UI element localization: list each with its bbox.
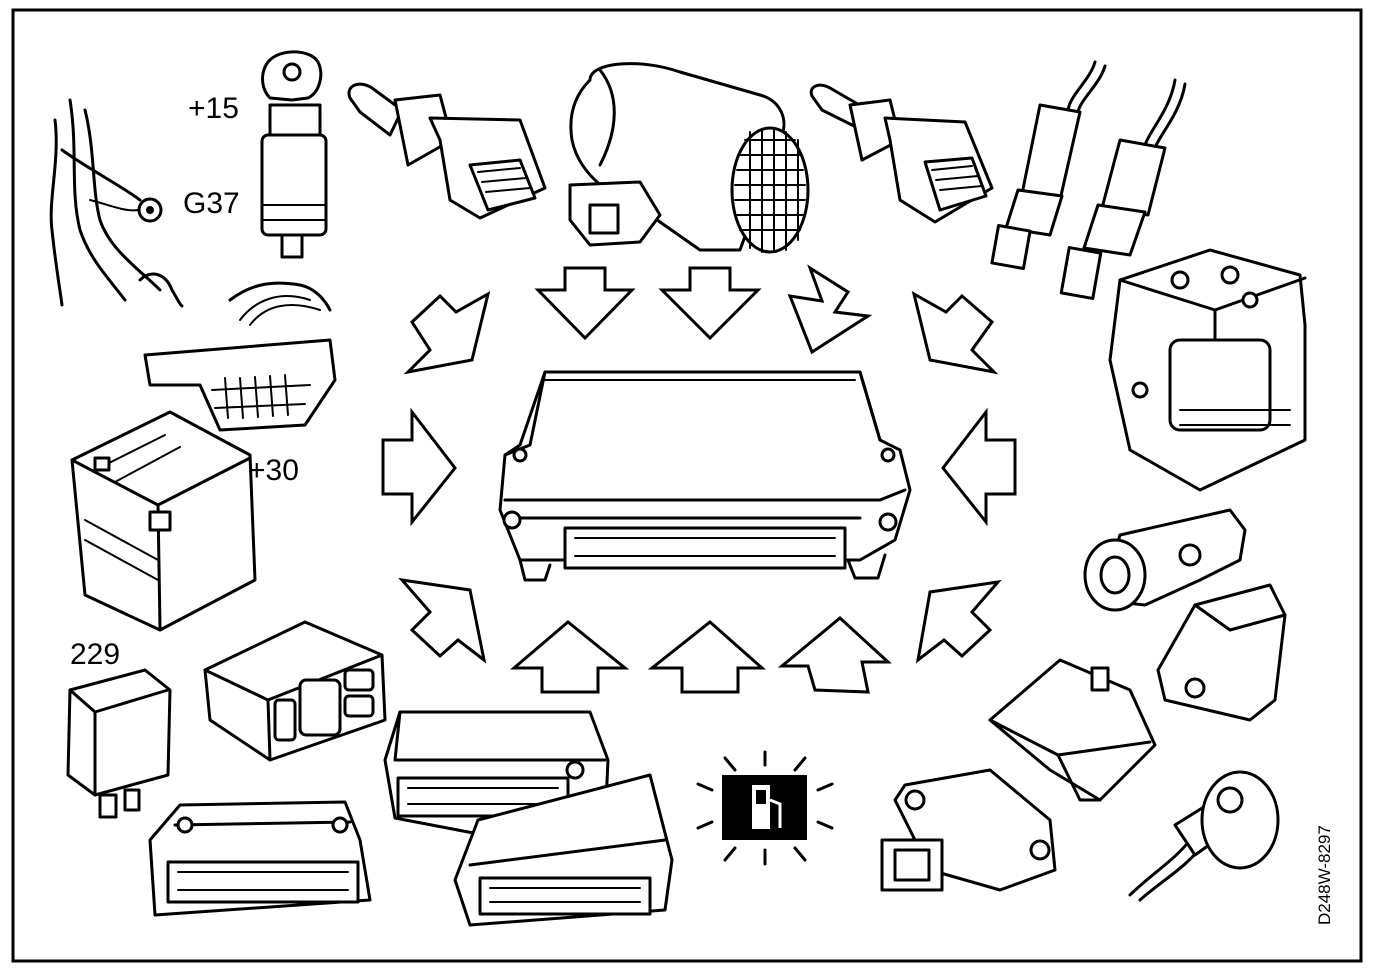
arrow-down-3 — [787, 264, 873, 355]
fuel-warning-icon — [696, 750, 834, 866]
arrow-up-3 — [777, 616, 892, 694]
arrow-down-1 — [534, 266, 636, 341]
battery-label: +30 — [248, 454, 299, 487]
arrow-up-2 — [647, 620, 766, 694]
coolant-temp-sensor-icon — [347, 82, 547, 220]
arrow-left — [381, 407, 457, 527]
mass-airflow-sensor-icon — [568, 62, 810, 254]
arrow-up-1 — [509, 620, 630, 694]
signal-arrows — [381, 264, 1017, 694]
speed-sensor-icon — [1156, 583, 1287, 722]
ground-label: G37 — [183, 187, 240, 220]
diagram-frame — [11, 8, 1363, 963]
ignition-key-icon — [260, 50, 328, 259]
arrow-down-2 — [658, 266, 762, 341]
intake-temp-sensor-icon — [809, 83, 994, 224]
knock-sensor-icon — [1128, 770, 1280, 902]
arrow-right — [941, 407, 1017, 527]
drawing-code: D248W-8297 — [1315, 825, 1334, 925]
arrow-diag-tl — [403, 291, 491, 375]
abs-unit-icon — [1108, 248, 1307, 492]
battery-icon — [70, 410, 257, 632]
control-module-icon — [203, 620, 387, 762]
wiring-harness-icon — [49, 98, 184, 308]
arrow-diag-br — [915, 579, 1002, 664]
arrow-diag-bl — [398, 577, 487, 664]
diagnostic-connector-icon — [143, 281, 337, 432]
control-unit-icon — [148, 800, 372, 917]
transmission-control-unit-icon — [453, 773, 674, 927]
ecu-icon — [498, 370, 912, 582]
relay-label: 229 — [70, 638, 120, 671]
pressure-sensor-icon — [988, 658, 1157, 802]
oxygen-sensor-icon — [990, 60, 1187, 300]
ignition-label: +15 — [188, 92, 239, 125]
arrow-diag-tr — [911, 291, 999, 375]
camshaft-sensor-icon — [1083, 508, 1247, 612]
throttle-position-sensor-icon — [880, 768, 1057, 892]
relay-icon — [66, 668, 172, 819]
